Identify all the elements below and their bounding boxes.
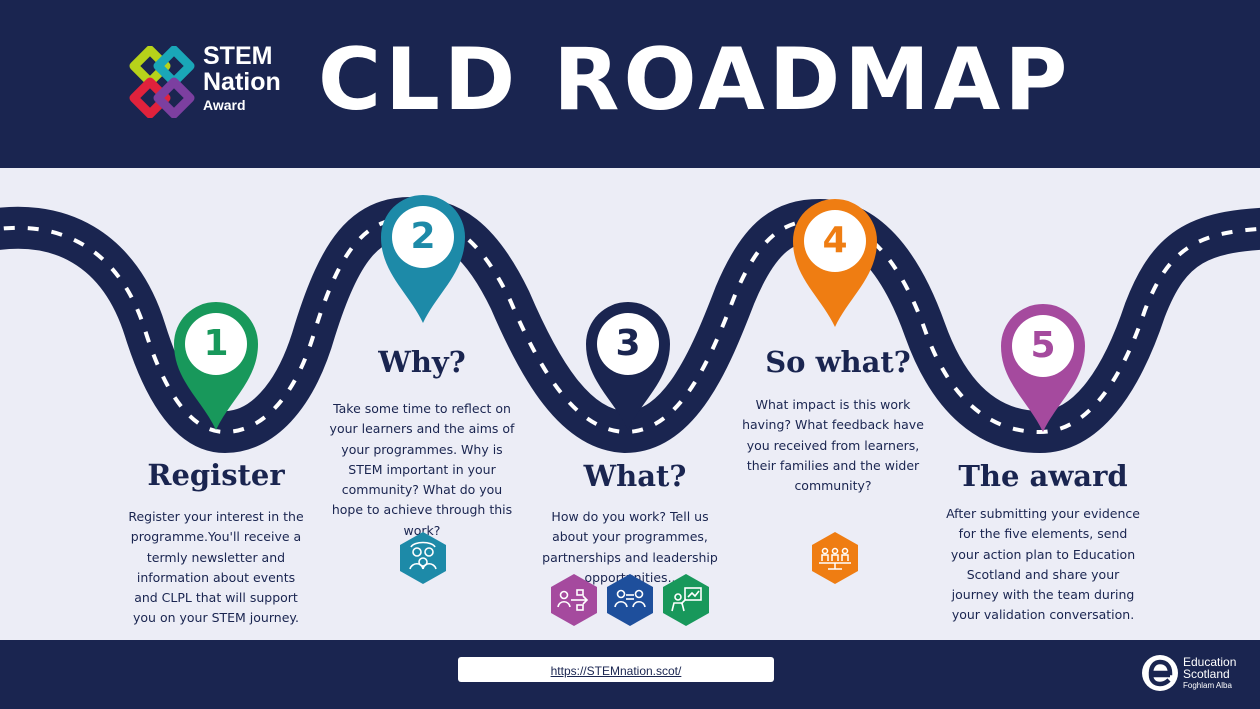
step-heading-the-award: The award	[958, 459, 1128, 493]
learners-icon	[400, 532, 446, 584]
org-line-education: Education	[1183, 655, 1237, 669]
step-heading-so-what: So what?	[765, 345, 911, 379]
partnerships-icon	[607, 574, 653, 626]
step-number-3: 3	[615, 323, 641, 364]
stem-nation-logo-icon	[129, 46, 195, 118]
page-title: CLD ROADMAP	[318, 30, 1072, 130]
website-link[interactable]: https://STEMnation.scot/	[550, 664, 682, 678]
step-number-4: 4	[822, 220, 848, 261]
brand-line-nation: Nation	[203, 68, 281, 96]
education-scotland-logo-icon	[1142, 655, 1178, 691]
step-text-register: Register your interest in the programme.…	[128, 509, 304, 626]
brand-name: STEM Nation Award	[203, 42, 281, 113]
step-number-5: 5	[1030, 325, 1056, 366]
step-text-the-award: After submitting your evidence for the f…	[946, 506, 1140, 623]
leadership-icon	[663, 574, 709, 626]
map-pin-2-icon	[381, 195, 465, 323]
step-number-2: 2	[410, 216, 436, 257]
step-heading-register: Register	[147, 458, 285, 492]
brand-line-stem: STEM	[203, 42, 273, 70]
step-number-1: 1	[203, 323, 229, 364]
header-banner	[0, 0, 1260, 168]
map-pin-5-icon	[1001, 304, 1085, 432]
step-text-why: Take some time to reflect on your learne…	[329, 401, 515, 538]
brand-line-award: Award	[203, 97, 246, 113]
step-heading-what: What?	[583, 459, 687, 493]
education-scotland-name: Education Scotland Foghlam Alba	[1183, 656, 1236, 690]
community-icon	[812, 532, 858, 584]
map-pin-4-icon	[793, 199, 877, 327]
map-pin-3-icon	[586, 302, 670, 430]
org-line-scotland: Scotland	[1183, 667, 1230, 681]
step-text-so-what: What impact is this work having? What fe…	[742, 397, 924, 494]
map-pin-1-icon	[174, 302, 258, 430]
step-text-what: How do you work? Tell us about your prog…	[542, 509, 718, 585]
step-heading-why: Why?	[378, 345, 466, 379]
programmes-icon	[551, 574, 597, 626]
url-box: https://STEMnation.scot/	[458, 657, 774, 682]
org-line-gaelic: Foghlam Alba	[1183, 681, 1232, 690]
